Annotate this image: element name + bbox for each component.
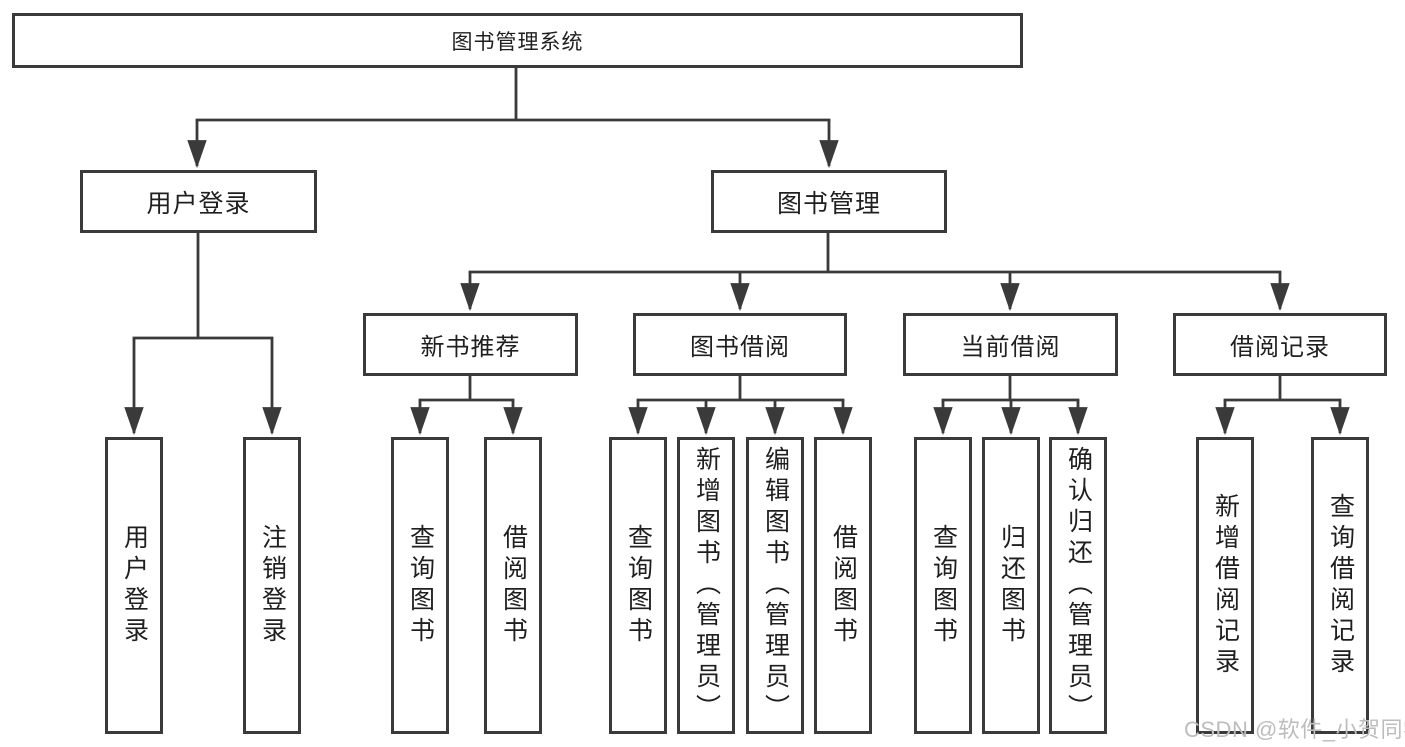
leaf-borrow-books-recommend: 借阅图书	[484, 437, 542, 734]
leaf-add-borrow-record: 新增借阅记录	[1196, 437, 1254, 734]
leaf-user-login: 用户登录	[105, 437, 163, 734]
leaf-query-books-current: 查询图书	[914, 437, 972, 734]
node-user-login: 用户登录	[80, 170, 317, 233]
leaf-query-books-recommend: 查询图书	[391, 437, 449, 734]
leaf-query-borrow-record: 查询借阅记录	[1311, 437, 1369, 734]
leaf-return-book: 归还图书	[982, 437, 1040, 734]
leaf-confirm-return-admin: 确认归还（管理员）	[1049, 437, 1107, 734]
leaf-query-books-borrow: 查询图书	[609, 437, 667, 734]
node-book-management: 图书管理	[711, 170, 947, 233]
leaf-add-book-admin: 新增图书（管理员）	[677, 437, 735, 734]
node-current-borrow: 当前借阅	[903, 313, 1118, 376]
node-book-borrow: 图书借阅	[633, 313, 847, 376]
node-library-management-system: 图书管理系统	[12, 13, 1023, 68]
csdn-watermark: CSDN @软件_小贺同学	[1184, 717, 1405, 742]
leaf-borrow-book: 借阅图书	[814, 437, 872, 734]
node-borrow-records: 借阅记录	[1173, 313, 1387, 376]
leaf-edit-book-admin: 编辑图书（管理员）	[746, 437, 804, 734]
leaf-logout-login: 注销登录	[243, 437, 301, 734]
node-new-book-recommend: 新书推荐	[363, 313, 578, 376]
